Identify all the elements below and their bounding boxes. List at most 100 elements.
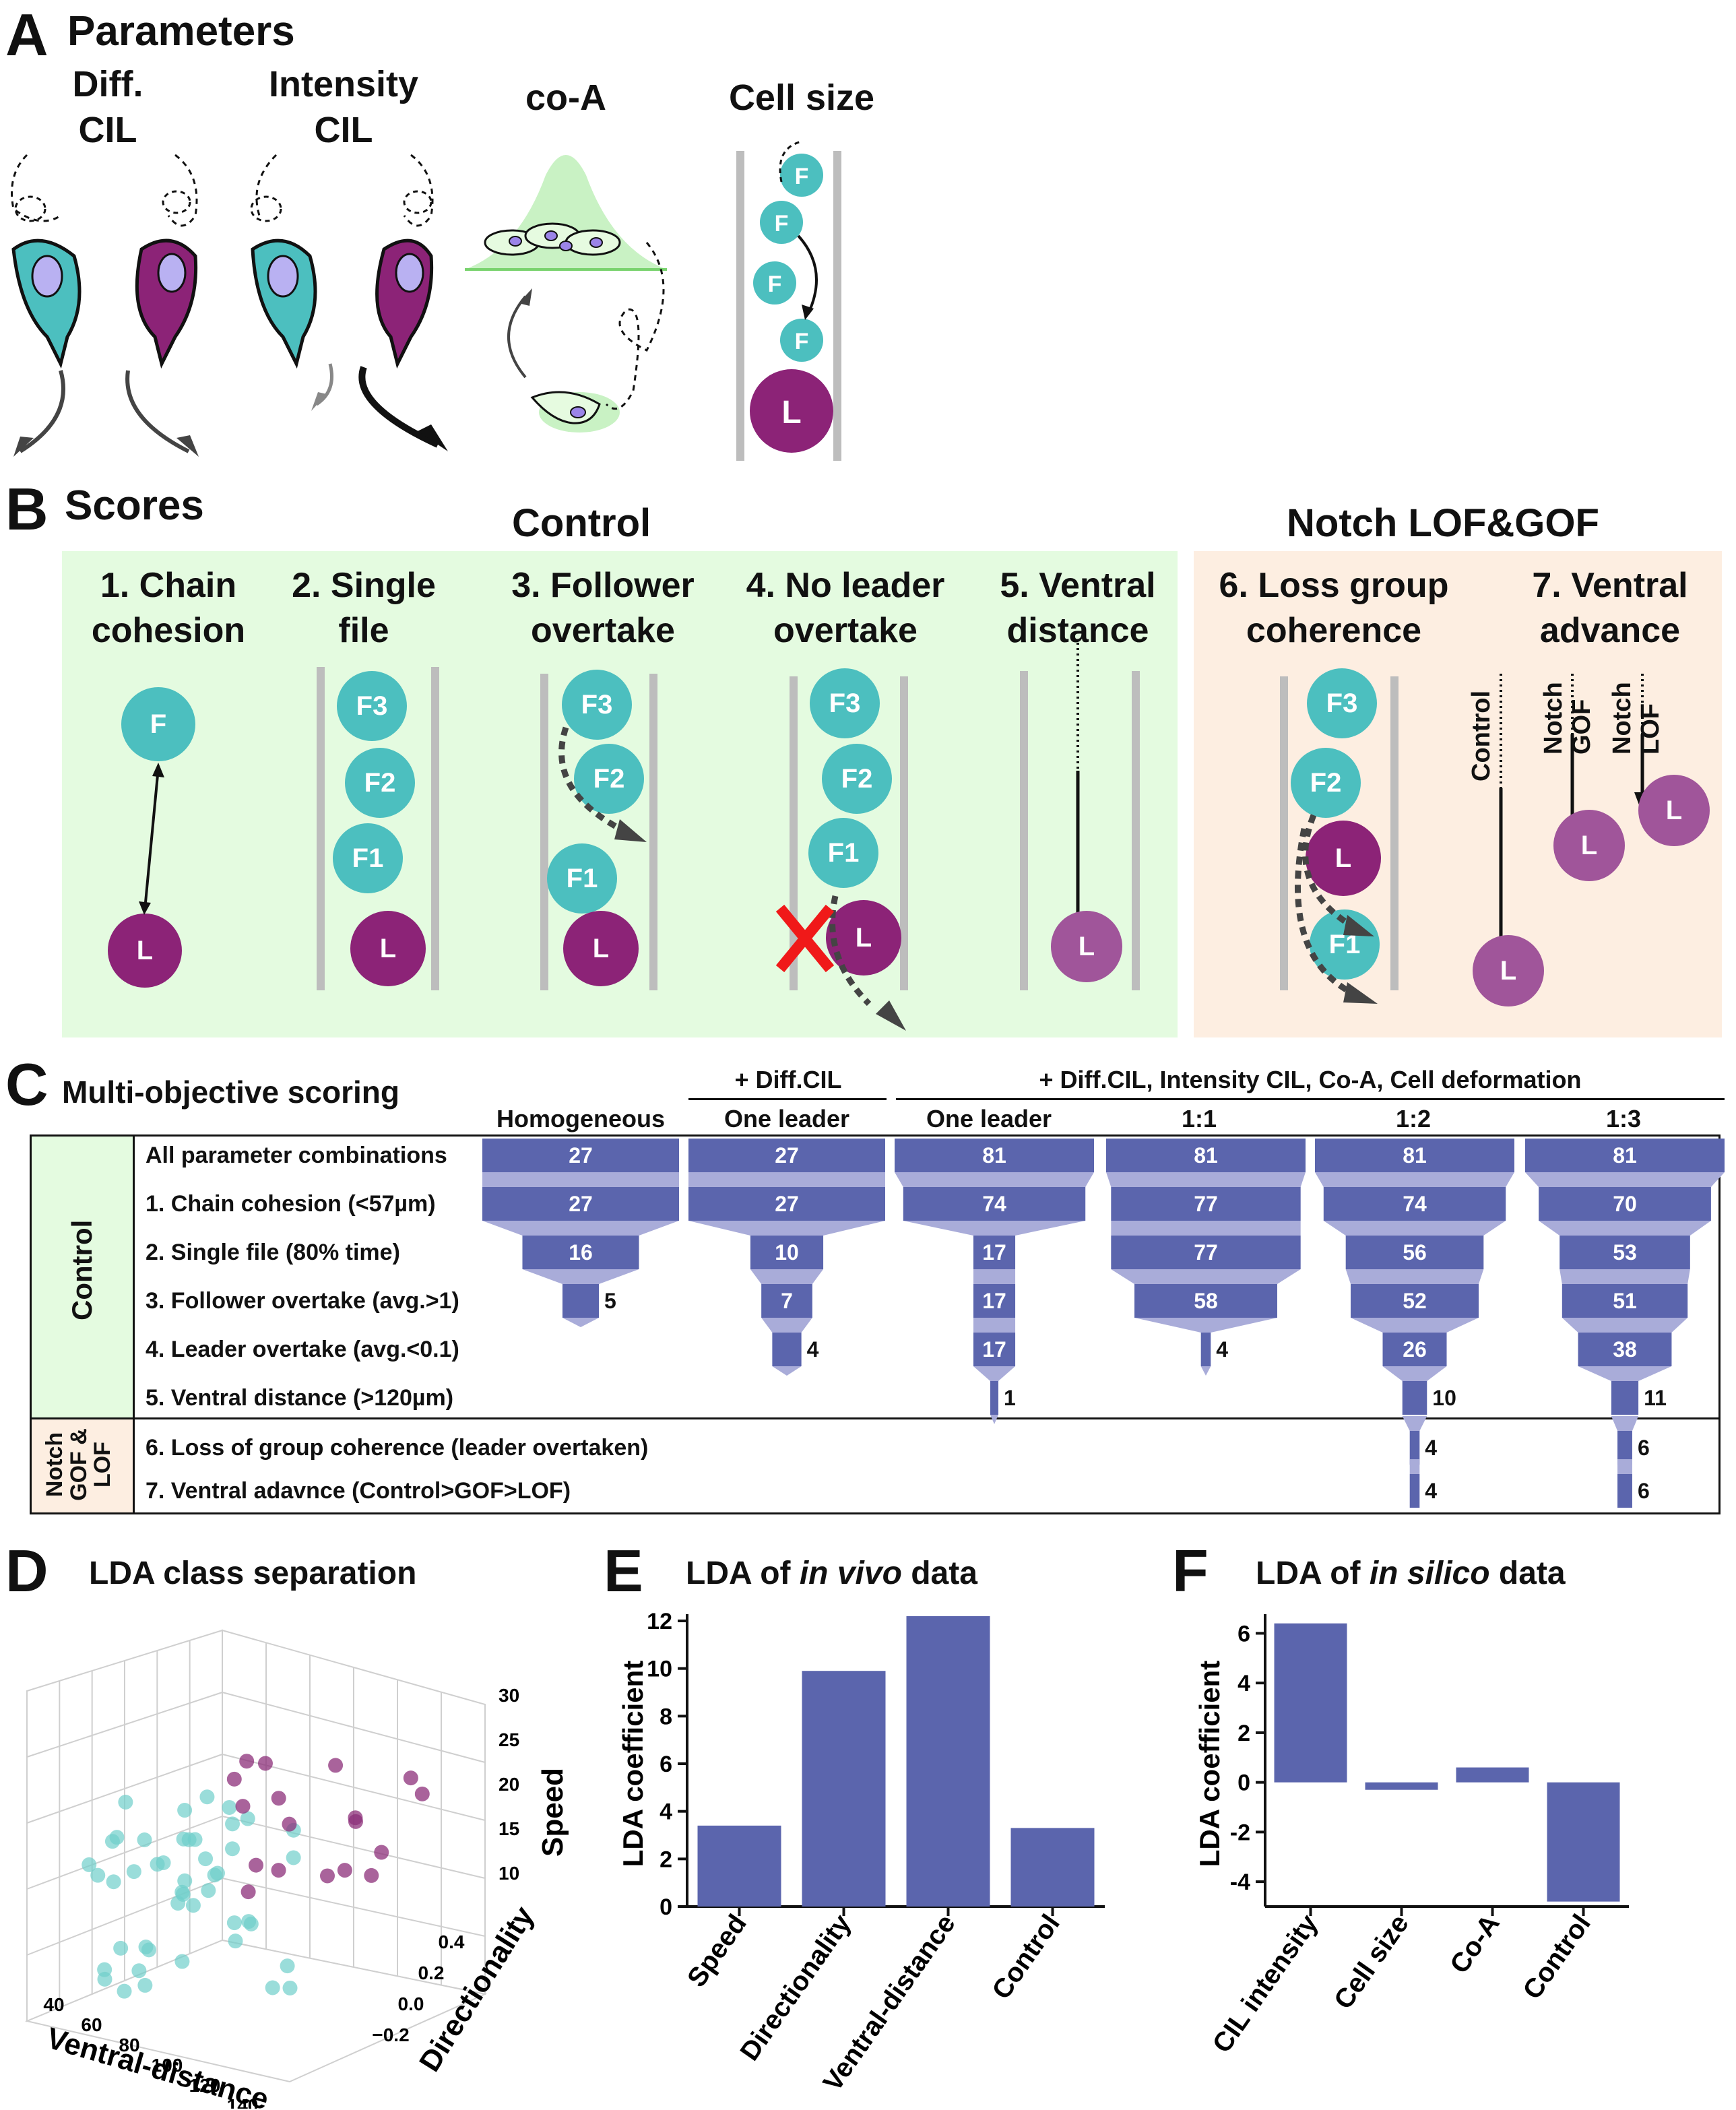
- funnel-bar: [1525, 1139, 1725, 1172]
- funnel-bar: [482, 1139, 679, 1172]
- y-tick-label: 0: [660, 1894, 672, 1920]
- funnel-value: 74: [1403, 1192, 1427, 1216]
- advance-lof-l: L: [1638, 775, 1710, 846]
- coherence-f2: F2: [1291, 748, 1361, 818]
- funnel-value: 10: [775, 1240, 799, 1265]
- cell-size-f3: F: [768, 271, 782, 297]
- cell-size-l: L: [781, 395, 801, 430]
- funnel-value: 81: [1194, 1143, 1218, 1168]
- funnel-bar: [761, 1284, 812, 1318]
- scatter-point-teal: [240, 1811, 255, 1826]
- no-leader-wall-left: [790, 676, 798, 990]
- x-tick-label: 60: [81, 2014, 102, 2035]
- panel-a-letter: A: [5, 1, 49, 68]
- scatter-point-teal: [226, 1915, 242, 1931]
- scatter-point-purple: [249, 1857, 264, 1873]
- scatter-point-purple: [403, 1770, 418, 1786]
- bar-control: [1010, 1828, 1095, 1907]
- row-label-0: All parameter combinations: [146, 1143, 447, 1168]
- funnel-connector: [903, 1221, 1086, 1236]
- y-tick-label: 0.2: [418, 1962, 445, 1983]
- scatter-point-purple: [257, 1756, 273, 1771]
- funnel-bar: [1200, 1333, 1211, 1366]
- follower-overtake-wall-left: [540, 674, 548, 990]
- funnel-value: 10: [1432, 1386, 1456, 1410]
- z-tick-label: 30: [499, 1685, 519, 1706]
- col-head-5: 1:3: [1605, 1105, 1642, 1132]
- group-header-diff: + Diff.CIL: [734, 1066, 842, 1093]
- funnel-connector: [482, 1172, 679, 1187]
- funnel-bar: [973, 1333, 1016, 1366]
- scatter-point-teal: [150, 1857, 165, 1872]
- funnel-bar: [973, 1284, 1016, 1318]
- funnel-value: 17: [982, 1240, 1006, 1265]
- scatter-point-teal: [265, 1980, 280, 1995]
- funnel-value: 81: [1613, 1143, 1637, 1168]
- no-leader-f1: F1: [808, 818, 878, 888]
- scatter-point-purple: [320, 1868, 335, 1884]
- scatter-point-teal: [241, 1914, 257, 1929]
- funnel-bar: [1560, 1236, 1690, 1269]
- notch-side-cell: [32, 1419, 135, 1512]
- coherence-l: L: [1306, 821, 1381, 896]
- scatter-point-teal: [113, 1940, 129, 1956]
- scatter-point-teal: [90, 1867, 106, 1883]
- scatter-point-purple: [337, 1863, 352, 1878]
- x-tick-label: Co-A: [1444, 1909, 1506, 1979]
- group-line-diff: [688, 1098, 887, 1100]
- scatter-grid: [222, 1692, 486, 1763]
- funnel-value: 56: [1403, 1240, 1427, 1265]
- funnel-bar: [1134, 1284, 1277, 1318]
- z-tick-label: 25: [499, 1729, 519, 1750]
- bar-co-a: [1456, 1767, 1529, 1783]
- bar-directionality: [802, 1671, 886, 1907]
- funnel-value: 27: [775, 1143, 799, 1168]
- funnel-value: 27: [775, 1192, 799, 1216]
- funnel-value: 52: [1403, 1289, 1427, 1313]
- scatter-point-teal: [224, 1841, 240, 1857]
- y-tick-label: 2: [660, 1847, 672, 1872]
- funnel-bar: [688, 1139, 885, 1172]
- funnel-bar: [1350, 1284, 1479, 1318]
- y-tick-label: 6: [660, 1752, 672, 1777]
- funnel-bar: [772, 1333, 802, 1366]
- funnel-connector: [522, 1269, 639, 1284]
- cell-size-label: Cell size: [728, 77, 875, 118]
- y-tick-label: -2: [1230, 1820, 1250, 1845]
- no-leader-wall-right: [900, 676, 908, 990]
- funnel-connector: [973, 1318, 1016, 1333]
- x-tick-label: Speed: [682, 1909, 752, 1993]
- funnel-value: 27: [569, 1143, 593, 1168]
- scatter-point-teal: [126, 1864, 141, 1880]
- single-file-f3: F3: [337, 671, 407, 741]
- panel-a-title: Parameters: [67, 8, 295, 55]
- single-file-f2: F2: [345, 748, 415, 818]
- funnel-bar: [903, 1187, 1086, 1221]
- funnel-connector: [750, 1269, 824, 1284]
- z-tick-label: 15: [499, 1818, 519, 1839]
- scatter-point-teal: [199, 1789, 215, 1805]
- funnel-bar: [1106, 1139, 1306, 1172]
- group-line-full: [896, 1098, 1725, 1100]
- funnel-bar: [973, 1236, 1016, 1269]
- no-leader-l: L: [826, 900, 901, 976]
- col-head-0: Homogeneous: [496, 1105, 665, 1132]
- funnel-value: 17: [982, 1337, 1006, 1362]
- x-tick-label: 120: [189, 2075, 221, 2096]
- funnel-value: 53: [1613, 1240, 1637, 1265]
- bar-control: [1547, 1782, 1620, 1902]
- single-file-f1: F1: [333, 823, 403, 893]
- scatter-point-teal: [177, 1803, 193, 1818]
- funnel-connector: [1525, 1172, 1725, 1187]
- funnel-connector: [688, 1172, 885, 1187]
- follower-overtake-arrow: [558, 726, 647, 842]
- scatter-point-purple: [239, 1754, 255, 1769]
- funnel-bar: [688, 1187, 885, 1221]
- funnel-connector: [1402, 1416, 1427, 1431]
- scatter-point-teal: [185, 1898, 201, 1913]
- coherence-wall-left: [1280, 676, 1288, 990]
